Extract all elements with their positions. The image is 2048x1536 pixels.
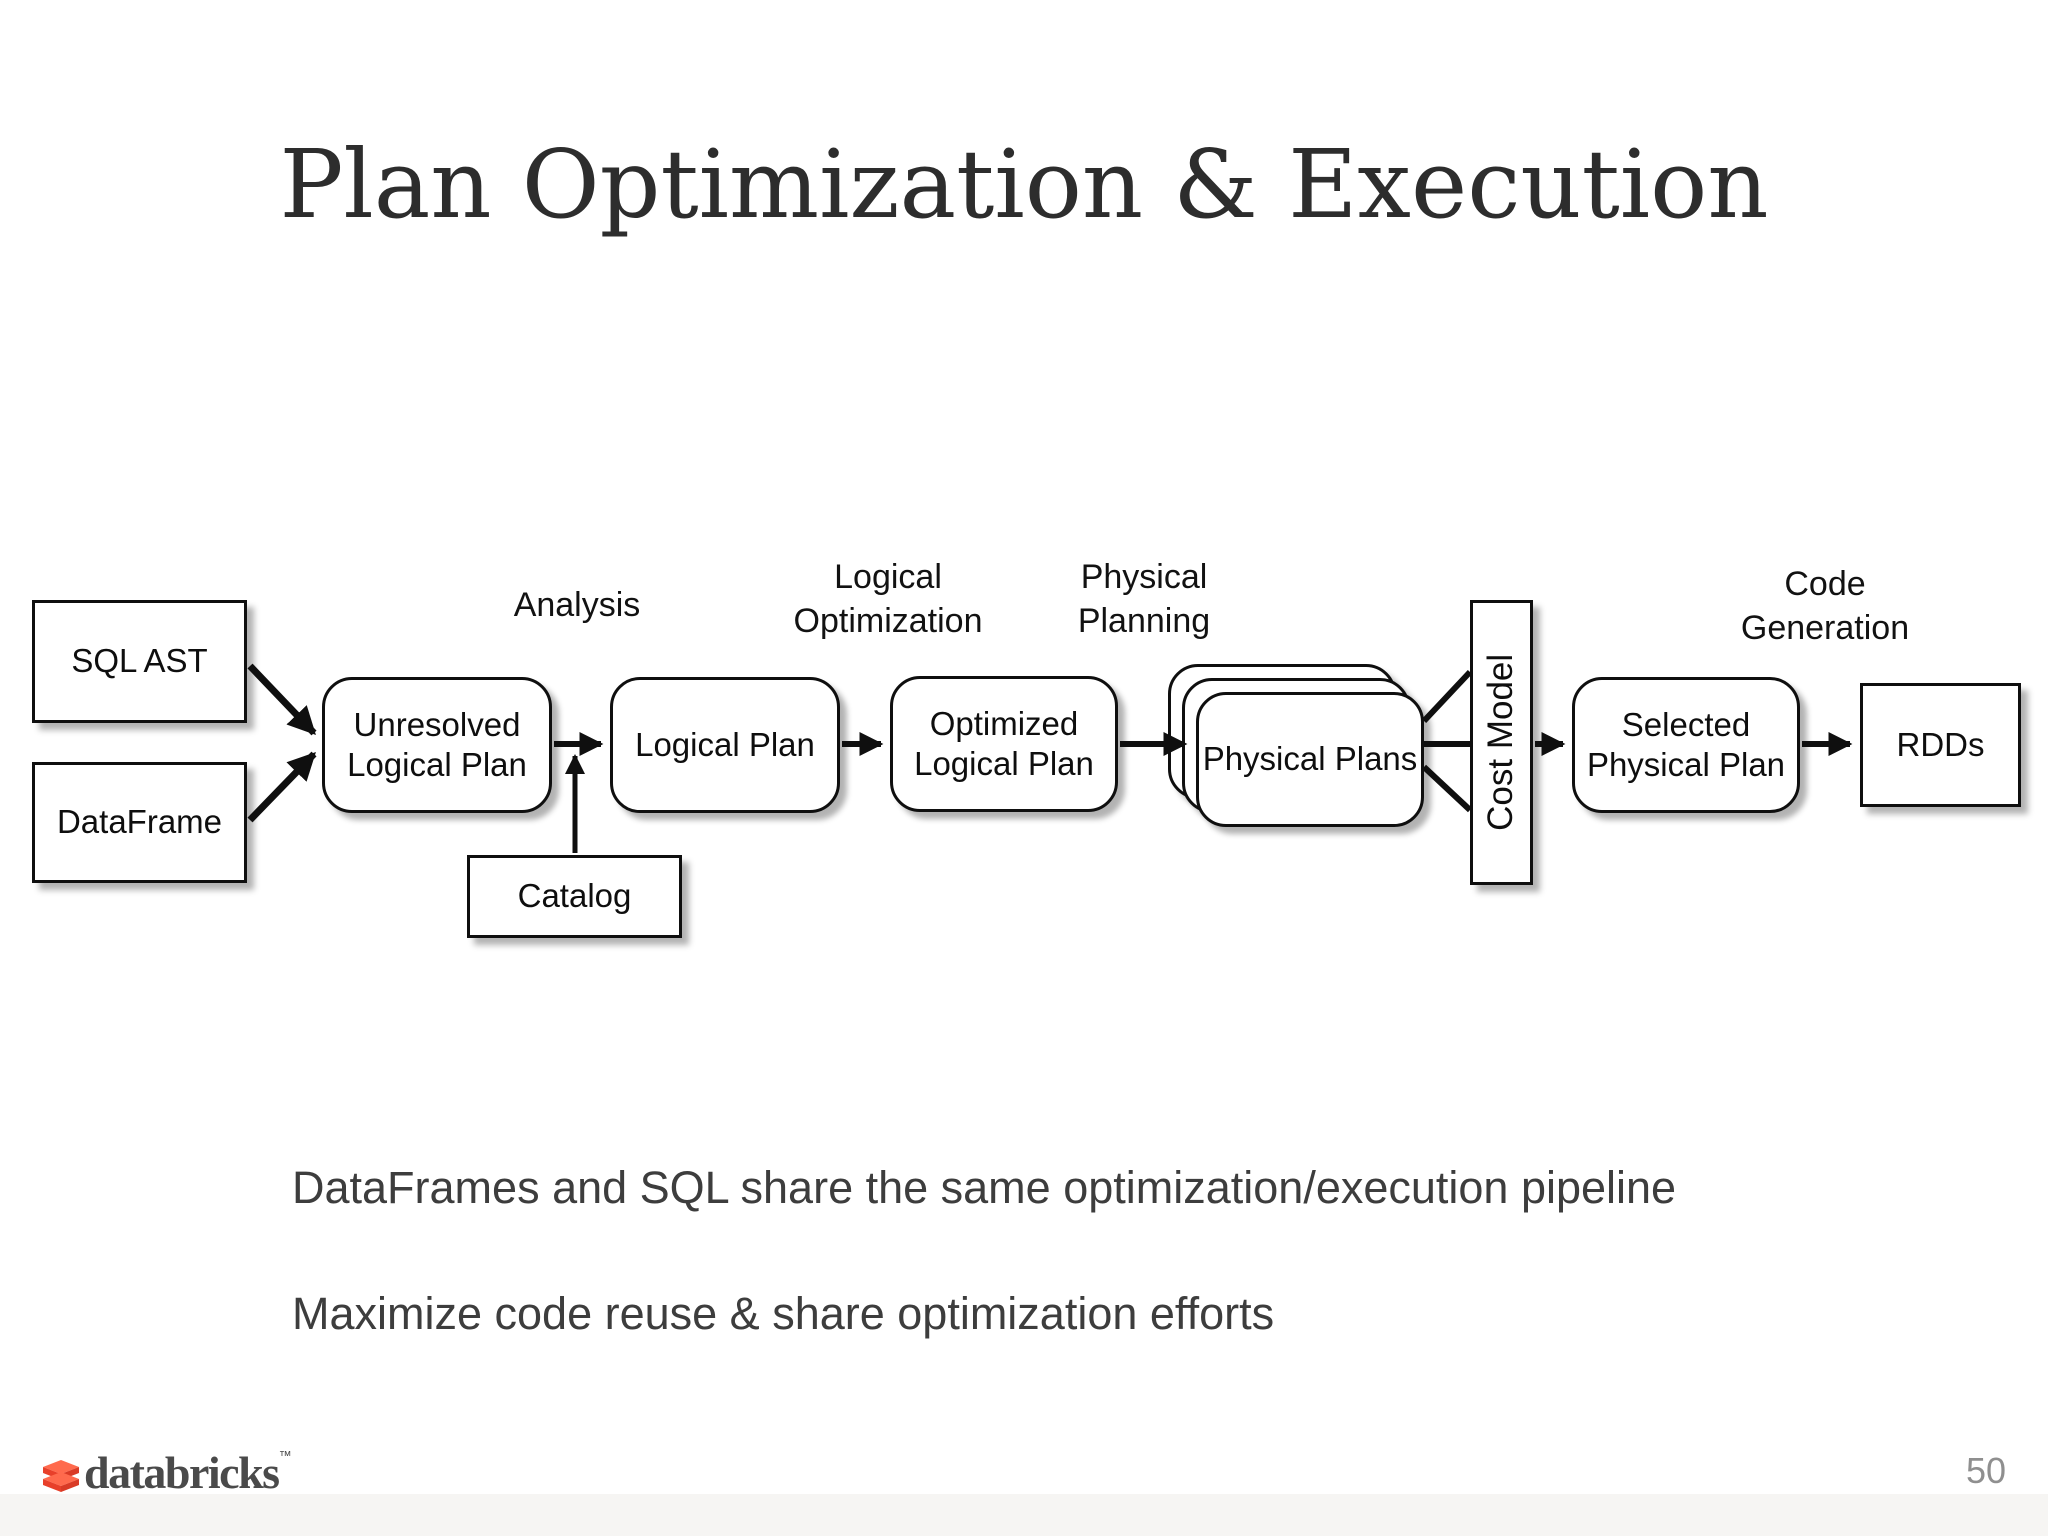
stage-label-analysis: Analysis xyxy=(513,586,641,624)
page-number: 50 xyxy=(1966,1450,2007,1491)
note-line-2: Maximize code reuse & share optimization… xyxy=(292,1288,1275,1339)
node-cost-model-label: Cost Model xyxy=(1481,653,1521,832)
node-cost-model: Cost Model xyxy=(1470,600,1533,885)
node-physical-plans: Physical Plans xyxy=(1196,692,1424,827)
node-logical-plan: Logical Plan xyxy=(610,677,840,813)
page-title: Plan Optimization & Execution xyxy=(279,130,1769,240)
node-unresolved-logical-plan-label: Unresolved Logical Plan xyxy=(347,705,527,783)
node-selected-physical-plan-label: Selected Physical Plan xyxy=(1586,705,1786,783)
node-selected-physical-plan: Selected Physical Plan xyxy=(1572,677,1800,813)
databricks-wordmark: databricks™ xyxy=(84,1446,292,1499)
node-sql-ast-label: SQL AST xyxy=(71,642,208,680)
node-catalog: Catalog xyxy=(467,855,682,938)
node-dataframe: DataFrame xyxy=(32,762,247,883)
note-line-1: DataFrames and SQL share the same optimi… xyxy=(292,1162,1677,1213)
node-optimized-logical-plan-label: Optimized Logical Plan xyxy=(914,704,1094,782)
stage-label-code-generation: Code Generation xyxy=(1740,565,1910,647)
databricks-logo-icon xyxy=(43,1460,79,1492)
stage-label-physical-planning: Physical Planning xyxy=(1077,558,1211,640)
node-rdds-label: RDDs xyxy=(1896,725,1985,763)
line-physical-to-costmodel-lower xyxy=(1421,764,1473,813)
node-unresolved-logical-plan: Unresolved Logical Plan xyxy=(322,677,552,813)
node-logical-plan-label: Logical Plan xyxy=(635,725,815,763)
stage-label-logical-optimization: Logical Optimization xyxy=(793,558,983,640)
line-physical-to-costmodel-upper xyxy=(1421,669,1473,724)
node-optimized-logical-plan: Optimized Logical Plan xyxy=(890,676,1118,812)
trademark-symbol: ™ xyxy=(278,1448,292,1463)
node-catalog-label: Catalog xyxy=(517,877,632,915)
databricks-brand-text: databricks xyxy=(84,1447,280,1498)
node-sql-ast: SQL AST xyxy=(32,600,247,723)
arrow-sqlast-to-unresolved xyxy=(247,663,317,736)
node-dataframe-label: DataFrame xyxy=(56,803,223,841)
arrow-dataframe-to-unresolved xyxy=(247,751,317,823)
bottom-band xyxy=(0,1494,2048,1536)
node-rdds: RDDs xyxy=(1860,683,2021,807)
node-physical-plans-label: Physical Plans xyxy=(1202,740,1418,778)
